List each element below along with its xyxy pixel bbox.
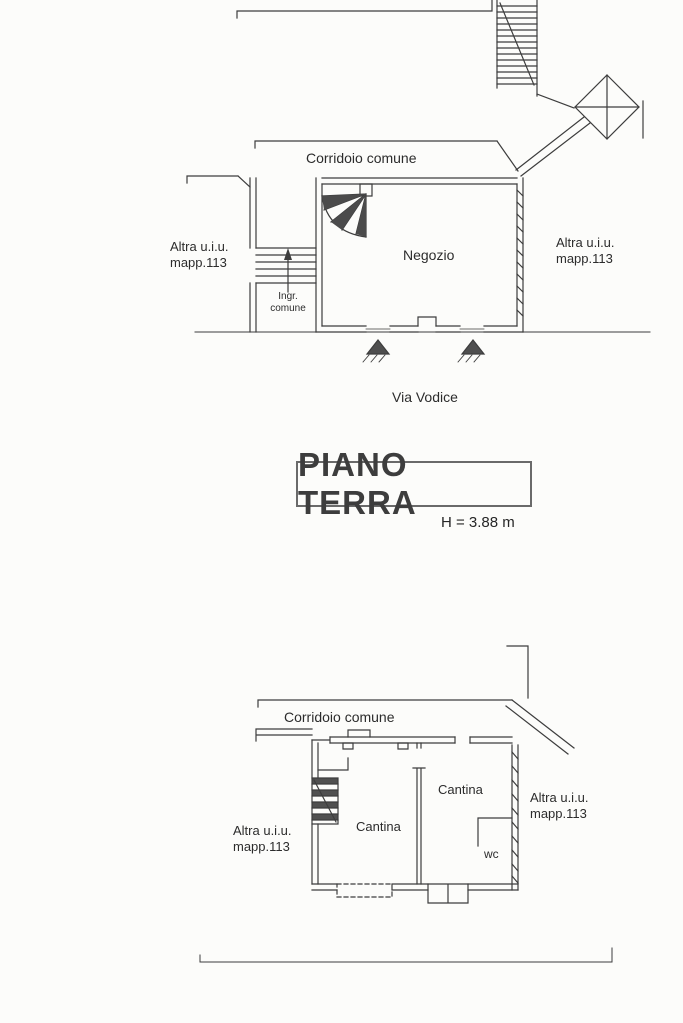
- cellar-right-label: Cantina: [438, 782, 483, 797]
- wc-label: wc: [484, 847, 499, 861]
- entrance-marker-icon: [362, 339, 391, 363]
- street-label: Via Vodice: [392, 389, 458, 405]
- ground-floor-corridor-label: Corridoio comune: [306, 150, 417, 166]
- cellar-left-label: Cantina: [356, 819, 401, 834]
- entrance-arrow-icon: [284, 248, 292, 293]
- staircase-symbol-top: [496, 0, 538, 97]
- ground-floor-right-unit-label: Altra u.i.u. mapp.113: [556, 235, 615, 266]
- common-entrance-label: Ingr. comune: [270, 291, 306, 314]
- basement-right-unit-label: Altra u.i.u. mapp.113: [530, 790, 589, 821]
- shop-room-label: Negozio: [403, 247, 455, 263]
- winder-stair-symbol: [321, 183, 373, 238]
- shaft-symbol: [574, 74, 640, 140]
- ground-floor-left-unit-label: Altra u.i.u. mapp.113: [170, 239, 229, 270]
- basement-corridor-label: Corridoio comune: [284, 709, 395, 725]
- entrance-marker-icon: [457, 339, 486, 363]
- basement-plan: [199, 645, 613, 963]
- floor-title: PIANO TERRA: [298, 446, 417, 521]
- ground-floor-plan: [186, 0, 651, 363]
- height-note: H = 3.88 m: [441, 514, 515, 531]
- title-box: PIANO TERRA: [296, 446, 532, 521]
- basement-stair-symbol: [311, 777, 339, 825]
- basement-left-unit-label: Altra u.i.u. mapp.113: [233, 823, 292, 854]
